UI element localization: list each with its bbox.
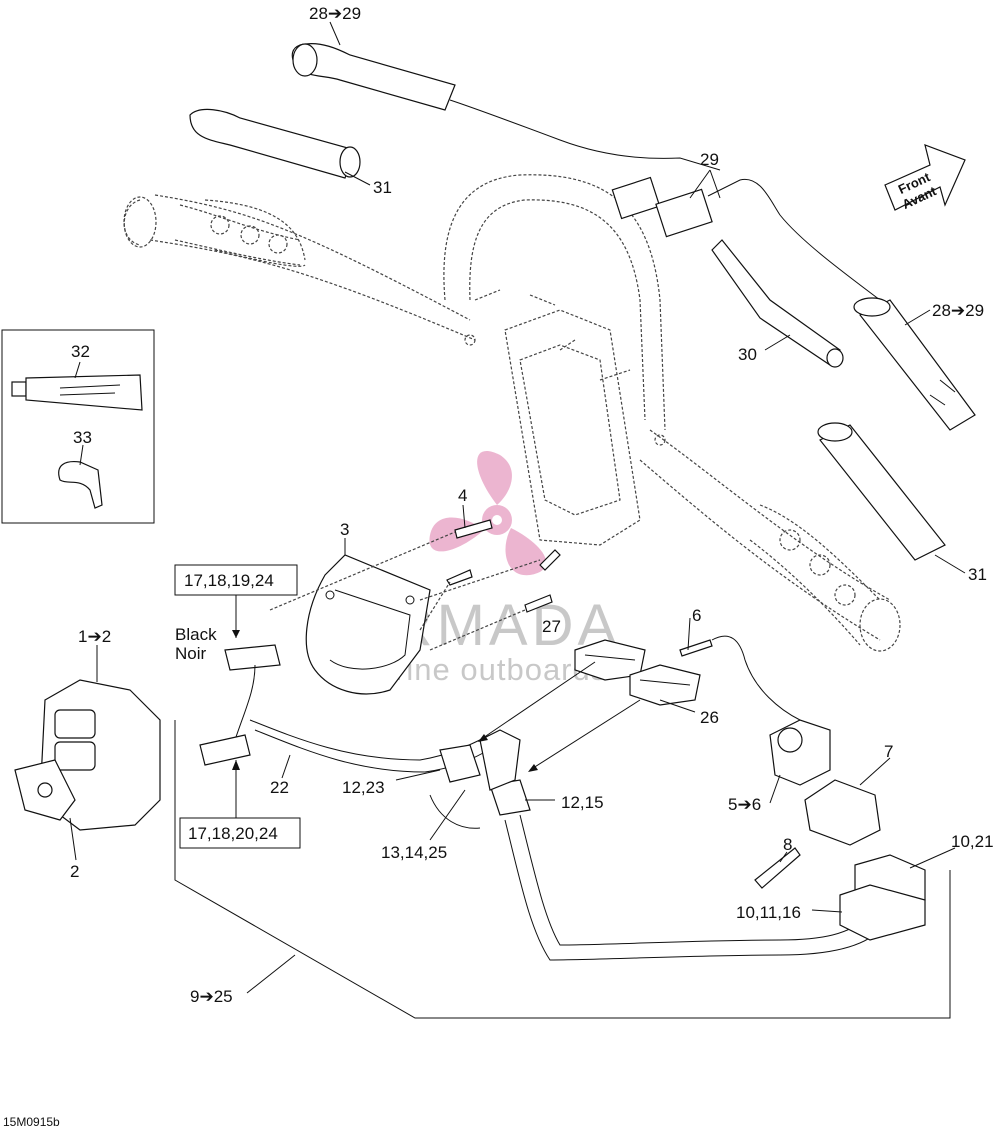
housing-3 — [305, 554, 431, 695]
callout-27: 27 — [542, 617, 561, 636]
grip-heater-left-top — [291, 43, 721, 171]
callout-12-23: 12,23 — [342, 778, 385, 797]
tube-30 — [711, 239, 844, 368]
color-label-en: Black — [175, 625, 217, 644]
connector-box-top-label: 17,18,19,24 — [184, 571, 274, 590]
callout-10-11-16: 10,11,16 — [736, 903, 801, 922]
leader-lines — [69, 21, 966, 1019]
callout-13-14-25: 13,14,25 — [381, 843, 447, 862]
callout-3: 3 — [340, 520, 349, 539]
callout-30: 30 — [738, 345, 757, 364]
drawing-code: 15M0915b — [3, 1115, 60, 1129]
grip-sleeve-31-top — [189, 108, 361, 179]
callout-9-25: 9➔25 — [190, 987, 233, 1006]
handlebar-assembly — [123, 174, 901, 652]
callout-33: 33 — [73, 428, 92, 447]
grip-sleeve-31-right — [817, 422, 946, 561]
callout-6: 6 — [692, 606, 701, 625]
connector-26 — [629, 664, 701, 706]
callout-12-15: 12,15 — [561, 793, 604, 812]
callout-28-29-right: 28➔29 — [932, 301, 984, 320]
clip-33-icon — [58, 460, 103, 509]
callout-5-6: 5➔6 — [728, 795, 761, 814]
wiring-harness — [199, 644, 881, 961]
connector-box-bottom: 17,18,20,24 — [179, 817, 301, 849]
connector-box-top: 17,18,19,24 — [174, 564, 298, 596]
callout-31-right: 31 — [968, 565, 987, 584]
pins-6 — [679, 635, 801, 721]
callout-29: 29 — [700, 150, 719, 169]
color-label-fr: Noir — [175, 644, 207, 663]
pin-8 — [754, 847, 801, 889]
screws-4 — [269, 519, 561, 651]
callout-28-29-top: 28➔29 — [309, 4, 361, 23]
callout-4: 4 — [458, 486, 467, 505]
callout-7: 7 — [884, 742, 893, 761]
tube-32-icon — [11, 374, 143, 411]
callout-22: 22 — [270, 778, 289, 797]
inset-box-32-33 — [1, 329, 155, 524]
grip-heater-right — [853, 297, 976, 431]
callout-26: 26 — [700, 708, 719, 727]
callout-8: 8 — [783, 835, 792, 854]
callout-10-21: 10,21 — [951, 832, 994, 851]
connector-29-pair — [611, 176, 881, 301]
callout-1-2: 1➔2 — [78, 627, 111, 646]
callout-32: 32 — [71, 342, 90, 361]
callout-31-top: 31 — [373, 178, 392, 197]
propeller-logo — [429, 451, 547, 576]
front-arrow-icon: Front Avant — [884, 144, 966, 212]
connector-box-bottom-label: 17,18,20,24 — [188, 824, 278, 843]
switch-5-6 — [769, 719, 831, 786]
callout-2: 2 — [70, 862, 79, 881]
relay-10-21 — [839, 854, 926, 941]
switch-7 — [804, 779, 881, 846]
callout-labels: 28➔29 31 29 28➔29 30 31 32 33 4 3 27 6 2… — [70, 4, 994, 1006]
switch-housing-1-2 — [14, 679, 161, 831]
